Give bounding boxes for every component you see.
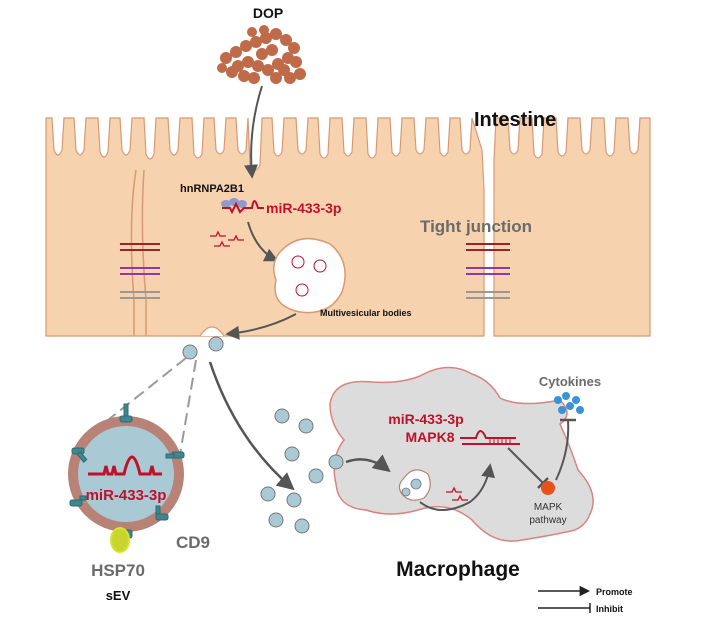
mirna-fragments-icon <box>210 230 244 247</box>
mir-433-3p-sev-label: miR-433-3p <box>86 487 167 504</box>
sev-zoom <box>68 403 185 539</box>
mvb-label: Multivesicular bodies <box>320 308 412 318</box>
dop-label: DOP <box>253 5 283 21</box>
dop-particle-cluster <box>217 25 306 84</box>
tight-junction-label: Tight junction <box>420 217 532 236</box>
zoom-line-left <box>97 357 187 429</box>
mapk-pathway-label-1: MAPK <box>534 502 563 513</box>
cytokines-icon <box>554 392 584 414</box>
promote-legend-label: Promote <box>596 587 633 597</box>
basal-exit-notch <box>199 326 225 337</box>
legend: Promote Inhibit <box>538 585 633 614</box>
macrophage-cell <box>329 366 594 542</box>
tight-junction-right <box>466 243 510 299</box>
cytokines-label: Cytokines <box>539 374 601 389</box>
mir-433-3p-intestine-label: miR-433-3p <box>266 200 341 216</box>
cell-boundary-2 <box>141 169 147 336</box>
cell-boundary-1 <box>130 169 137 336</box>
intestine-label: Intestine <box>474 109 556 131</box>
endosome-release-arrow <box>419 463 496 511</box>
mirna-strand-icon <box>222 200 264 215</box>
epithelium-cell-left <box>45 117 485 337</box>
mvb-arrow <box>247 221 279 262</box>
mrna-ticks <box>489 438 511 444</box>
tight-junction-left <box>120 243 160 299</box>
inhibit-legend-label: Inhibit <box>596 604 623 614</box>
hsp70-icon <box>110 527 130 553</box>
released-mirna-fragments <box>446 486 468 501</box>
mir-433-3p-macrophage-label: miR-433-3p <box>388 411 463 427</box>
dop-uptake-arrow <box>244 85 263 179</box>
macrophage-label: Macrophage <box>396 558 520 581</box>
secretion-arrow <box>225 313 297 340</box>
endosome <box>398 469 431 501</box>
uptake-arrow-macrophage <box>345 454 391 473</box>
sev-released-particles <box>182 336 224 360</box>
cd9-label: CD9 <box>176 533 210 552</box>
hnrnpa2b1-label: hnRNPA2B1 <box>180 183 244 195</box>
hsp70-label: HSP70 <box>91 561 145 580</box>
sev-mirna-strand <box>88 455 162 476</box>
sev-label: sEV <box>106 588 131 603</box>
sev-cluster-outside <box>260 408 324 534</box>
epithelium-cell-right <box>493 117 651 337</box>
mapk8-inhibit-line <box>507 447 545 485</box>
multivesicular-body <box>273 237 346 314</box>
mapk-pathway-label-2: pathway <box>529 515 566 526</box>
mapk-pathway-dot <box>541 481 555 495</box>
mapk-to-cytokines-line <box>555 419 570 481</box>
sev-to-macrophage-arrow <box>208 361 295 491</box>
intestine-epithelium <box>45 117 651 337</box>
mapk8-label: MAPK8 <box>405 429 454 445</box>
sev-entering <box>328 454 344 470</box>
